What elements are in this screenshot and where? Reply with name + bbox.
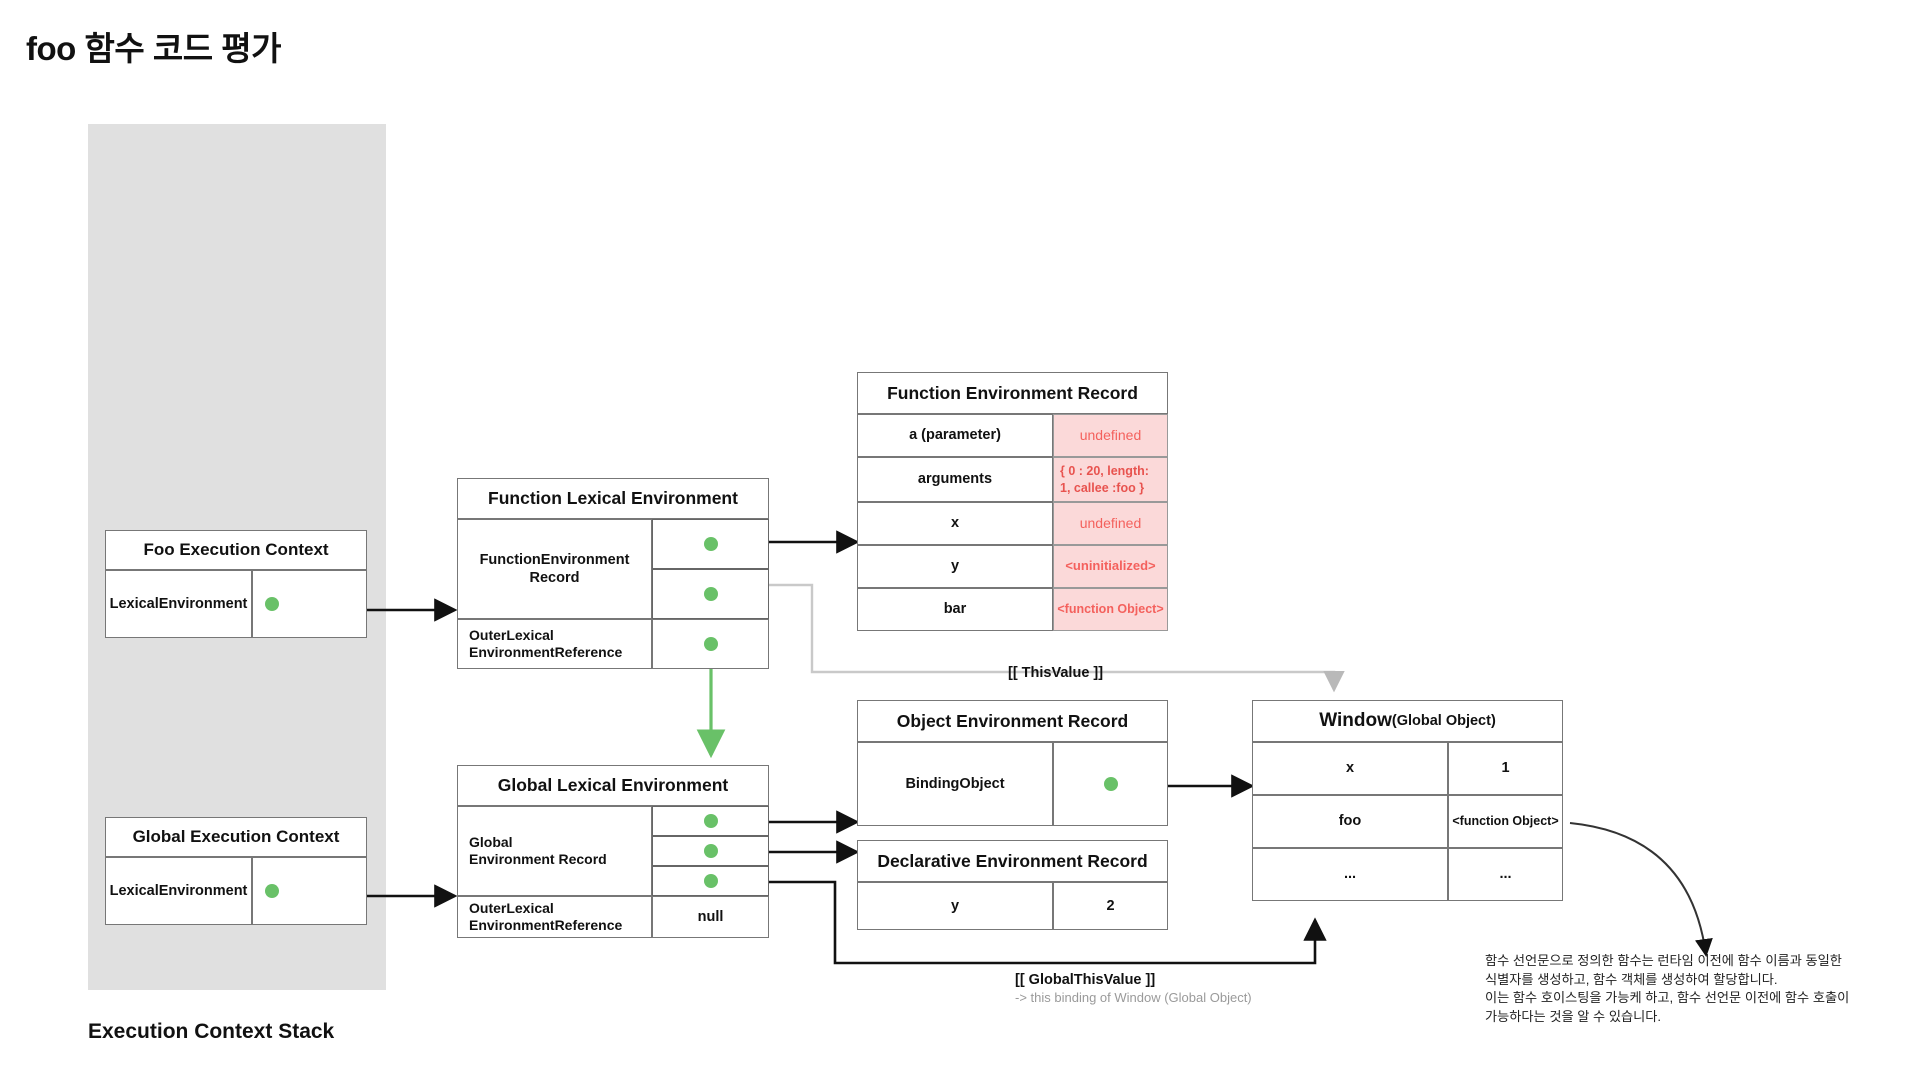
declarative-environment-record-table[interactable]: Declarative Environment Record y 2 [857,840,1168,930]
function-environment-record-label: FunctionEnvironment Record [457,519,652,619]
foo-lexical-environment-label: LexicalEnvironment [105,570,252,638]
table-row: BindingObject [857,742,1168,826]
table-row: x undefined [857,502,1168,545]
global-this-value-connector-sublabel: -> this binding of Window (Global Object… [1015,990,1252,1005]
green-pointer-dot-icon [264,597,279,611]
object-environment-record-header: Object Environment Record [857,700,1168,742]
green-pointer-dot-icon [703,874,718,888]
window-value-1: <function Object> [1448,795,1563,848]
window-value-2: ... [1448,848,1563,901]
global-lexical-environment[interactable]: Global Lexical Environment Global Enviro… [457,765,769,938]
global-outer-lexical-environment-reference-label: OuterLexical EnvironmentReference [457,896,652,938]
declarative-environment-record-header: Declarative Environment Record [857,840,1168,882]
green-pointer-dot-icon [703,844,718,858]
function-lexical-environment[interactable]: Function Lexical Environment FunctionEnv… [457,478,769,669]
global-execution-context-row: LexicalEnvironment [105,857,367,925]
note-line-4: 가능하다는 것을 알 수 있습니다. [1485,1009,1662,1025]
fer-value-2: undefined [1053,502,1168,545]
function-environment-record-header: Function Environment Record [857,372,1168,414]
green-pointer-dot-icon [703,814,718,828]
function-lexical-environment-pointer-column [652,519,769,619]
fer-key-0: a (parameter) [857,414,1053,457]
note-line-3: 이는 함수 호이스팅을 가능케 하고, 함수 선언문 이전에 함수 호출이 [1485,990,1850,1006]
window-key-0: x [1252,742,1448,795]
global-execution-context-header: Global Execution Context [105,817,367,857]
fer-key-3: y [857,545,1053,588]
foo-execution-context-row: LexicalEnvironment [105,570,367,638]
table-row: y <uninitialized> [857,545,1168,588]
global-execution-context[interactable]: Global Execution Context LexicalEnvironm… [105,817,367,925]
table-row: foo <function Object> [1252,795,1563,848]
fer-key-1: arguments [857,457,1053,502]
object-environment-record-table[interactable]: Object Environment Record BindingObject [857,700,1168,826]
function-env-record-pointer-cell-2[interactable] [652,569,769,619]
note-line-2: 식별자를 생성하고, 함수 객체를 생성하여 할당합니다. [1485,971,1778,987]
window-global-object-table[interactable]: Window(Global Object) x 1 foo <function … [1252,700,1563,901]
green-pointer-dot-icon [703,537,718,551]
oer-binding-object-label: BindingObject [857,742,1053,826]
explanatory-note: 함수 선언문으로 정의한 함수는 런타임 이전에 함수 이름과 동일한 식별자를… [1485,952,1865,1027]
green-pointer-dot-icon [1103,777,1118,791]
window-key-2: ... [1252,848,1448,901]
function-outer-lexical-environment-reference-label: OuterLexical EnvironmentReference [457,619,652,669]
foo-lexical-environment-pointer-cell[interactable] [252,570,367,638]
table-row: ... ... [1252,848,1563,901]
foo-execution-context-header: Foo Execution Context [105,530,367,570]
green-pointer-dot-icon [703,637,718,651]
global-env-record-pointer-cell-3[interactable] [652,866,769,896]
window-subtitle: (Global Object) [1391,713,1496,729]
this-value-connector-label: [[ ThisValue ]] [1008,665,1104,681]
function-environment-record-table[interactable]: Function Environment Record a (parameter… [857,372,1168,631]
function-env-record-pointer-cell-1[interactable] [652,519,769,569]
table-row: bar <function Object> [857,588,1168,631]
table-row: y 2 [857,882,1168,930]
function-outer-lexical-pointer-cell[interactable] [652,619,769,669]
foo-execution-context[interactable]: Foo Execution Context LexicalEnvironment [105,530,367,638]
global-lexical-environment-record-row: Global Environment Record [457,806,769,896]
window-key-1: foo [1252,795,1448,848]
der-value-0: 2 [1053,882,1168,930]
note-line-1: 함수 선언문으로 정의한 함수는 런타임 이전에 함수 이름과 동일한 [1485,953,1842,968]
global-outer-lexical-row: OuterLexical EnvironmentReference null [457,896,769,938]
green-pointer-dot-icon [703,587,718,601]
fer-value-3: <uninitialized> [1053,545,1168,588]
window-global-object-header: Window(Global Object) [1252,700,1563,742]
global-lexical-environment-pointer-cell[interactable] [252,857,367,925]
page-title: foo 함수 코드 평가 [26,30,281,67]
function-outer-lexical-row: OuterLexical EnvironmentReference [457,619,769,669]
execution-context-stack-caption: Execution Context Stack [88,1020,335,1043]
global-environment-record-label: Global Environment Record [457,806,652,896]
fer-key-4: bar [857,588,1053,631]
global-outer-lexical-value: null [652,896,769,938]
global-env-record-pointer-cell-1[interactable] [652,806,769,836]
function-lexical-environment-record-row: FunctionEnvironment Record [457,519,769,619]
fer-value-0: undefined [1053,414,1168,457]
global-lexical-environment-header: Global Lexical Environment [457,765,769,806]
fer-value-4: <function Object> [1053,588,1168,631]
global-env-record-pointer-cell-2[interactable] [652,836,769,866]
table-row: a (parameter) undefined [857,414,1168,457]
fer-value-1: { 0 : 20, length: 1, callee :foo } [1053,457,1168,502]
global-this-value-connector-label: [[ GlobalThisValue ]] [1015,972,1156,988]
window-value-0: 1 [1448,742,1563,795]
table-row: x 1 [1252,742,1563,795]
der-key-0: y [857,882,1053,930]
global-lexical-environment-label: LexicalEnvironment [105,857,252,925]
table-row: arguments { 0 : 20, length: 1, callee :f… [857,457,1168,502]
global-lexical-environment-pointer-column [652,806,769,896]
fer-key-2: x [857,502,1053,545]
window-title: Window [1319,710,1392,731]
green-pointer-dot-icon [264,884,279,898]
function-lexical-environment-header: Function Lexical Environment [457,478,769,519]
oer-binding-object-pointer-cell[interactable] [1053,742,1168,826]
